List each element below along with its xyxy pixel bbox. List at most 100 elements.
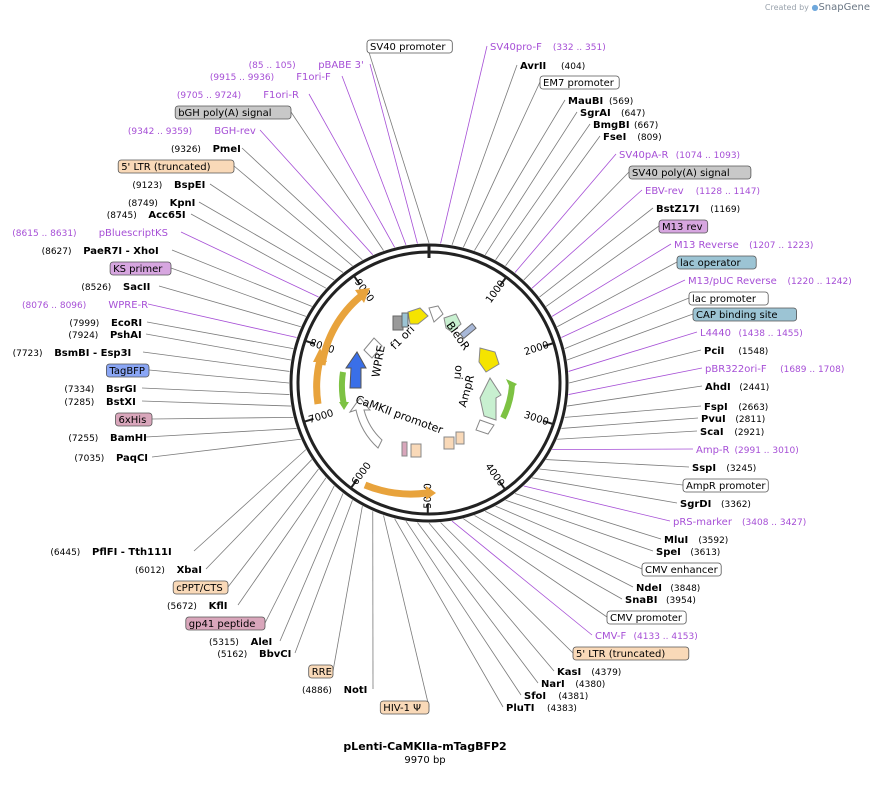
primer-label[interactable]: L4440(1438 .. 1455) xyxy=(700,328,803,339)
feature-box-label[interactable]: CMV promoter xyxy=(606,610,687,625)
feature-box-label[interactable]: CMV enhancer xyxy=(641,562,722,577)
feature-box-label[interactable]: 5' LTR (truncated) xyxy=(572,646,690,661)
label-position: (647) xyxy=(621,109,645,119)
feature-box-label[interactable]: KS primer xyxy=(109,261,172,276)
small-feature-blue[interactable] xyxy=(401,312,409,328)
feature-box-label[interactable]: AmpR promoter xyxy=(682,478,769,493)
primer-label[interactable]: Amp-R(2991 .. 3010) xyxy=(696,445,799,456)
feature-arrow-green-2[interactable] xyxy=(500,384,515,420)
feature-box-label[interactable]: EM7 promoter xyxy=(539,75,620,90)
enzyme-site-label[interactable]: PluTI(4383) xyxy=(506,703,577,714)
label-name: BGH-rev xyxy=(214,126,256,137)
enzyme-site-label[interactable]: SpeI(3613) xyxy=(656,547,720,558)
feature-box-label[interactable]: 6xHis xyxy=(115,412,153,427)
small-feature-peach-2[interactable] xyxy=(455,431,465,445)
feature-arrow-green-1[interactable] xyxy=(338,371,347,406)
leader-line xyxy=(198,201,335,281)
primer-label[interactable]: pBR322ori-F(1689 .. 1708) xyxy=(705,364,844,375)
ampr-arrow[interactable] xyxy=(479,376,502,421)
primer-label[interactable]: SV40pA-R(1074 .. 1093) xyxy=(619,150,740,161)
primer-label[interactable]: F1ori-F(9915 .. 9936) xyxy=(210,72,331,83)
primer-label[interactable]: BGH-rev(9342 .. 9359) xyxy=(128,126,256,137)
small-feature-peach-1[interactable] xyxy=(443,436,455,450)
wpre-arrow[interactable] xyxy=(363,337,383,359)
small-feature-white-1[interactable] xyxy=(428,305,444,323)
enzyme-site-label[interactable]: SnaBI(3954) xyxy=(625,595,696,606)
enzyme-site-label[interactable]: PmeI(9326) xyxy=(171,144,241,155)
feature-box-label[interactable]: CAP binding site xyxy=(692,307,797,322)
f1-ori-arrow[interactable] xyxy=(407,307,429,325)
enzyme-site-label[interactable]: MluI(3592) xyxy=(664,535,728,546)
ori-arrow[interactable] xyxy=(478,347,500,373)
primer-label[interactable]: CMV-F(4133 .. 4153) xyxy=(595,631,698,642)
enzyme-site-label[interactable]: NotI(4886) xyxy=(302,685,367,696)
enzyme-site-label[interactable]: KpnI(8749) xyxy=(128,198,195,209)
small-feature-peach-3[interactable] xyxy=(410,443,422,458)
feature-box-label[interactable]: lac operator xyxy=(676,255,757,270)
enzyme-site-label[interactable]: AleI(5315) xyxy=(209,637,272,648)
enzyme-site-label[interactable]: FseI(809) xyxy=(603,132,662,143)
feature-box-label[interactable]: gp41 peptide xyxy=(185,616,266,631)
primer-label[interactable]: pBABE 3'(85 .. 105) xyxy=(249,60,364,71)
enzyme-site-label[interactable]: BmgBI(667) xyxy=(593,120,658,131)
enzyme-site-label[interactable]: AhdI(2441) xyxy=(705,382,769,393)
enzyme-site-label[interactable]: MauBI(569) xyxy=(568,96,633,107)
enzyme-site-label[interactable]: SgrDI(3362) xyxy=(680,499,751,510)
enzyme-site-label[interactable]: BstXI(7285) xyxy=(64,397,135,408)
feature-box-label[interactable]: M13 rev xyxy=(658,219,709,234)
enzyme-site-label[interactable]: NdeI(3848) xyxy=(636,583,700,594)
primer-label[interactable]: WPRE-R(8076 .. 8096) xyxy=(22,300,148,311)
enzyme-site-label[interactable]: PvuI(2811) xyxy=(701,414,765,425)
primer-label[interactable]: pRS-marker(3408 .. 3427) xyxy=(673,517,806,528)
enzyme-site-label[interactable]: SacII(8526) xyxy=(81,282,150,293)
primer-label[interactable]: F1ori-R(9705 .. 9724) xyxy=(177,90,299,101)
enzyme-site-label[interactable]: NarI(4380) xyxy=(541,679,605,690)
feature-box-label[interactable]: 5' LTR (truncated) xyxy=(117,159,235,174)
feature-box-label[interactable]: SV40 promoter xyxy=(366,39,453,54)
enzyme-site-label[interactable]: SfoI(4381) xyxy=(524,691,588,702)
enzyme-site-label[interactable]: BsrGI(7334) xyxy=(64,384,136,395)
label-name: PluTI xyxy=(506,703,534,714)
tagbfp-arrow[interactable] xyxy=(345,351,367,389)
feature-box-label[interactable]: RRE xyxy=(308,664,334,679)
feature-box-label[interactable]: bGH poly(A) signal xyxy=(174,105,292,120)
small-feature-hatched[interactable] xyxy=(459,322,477,340)
enzyme-site-label[interactable]: SgrAI(647) xyxy=(580,108,645,119)
enzyme-site-label[interactable]: FspI(2663) xyxy=(704,402,768,413)
enzyme-site-label[interactable]: KasI(4379) xyxy=(557,667,621,678)
enzyme-site-label[interactable]: KflI(5672) xyxy=(167,601,227,612)
feature-name: ori xyxy=(451,365,465,380)
enzyme-site-label[interactable]: BbvCI(5162) xyxy=(217,649,291,660)
enzyme-site-label[interactable]: SspI(3245) xyxy=(692,463,756,474)
enzyme-site-label[interactable]: AvrII(404) xyxy=(520,61,585,72)
feature-box-label[interactable]: TagBFP xyxy=(106,363,150,378)
enzyme-site-label[interactable]: BamHI(7255) xyxy=(68,433,146,444)
enzyme-site-label[interactable]: BsmBI - Esp3I(7723) xyxy=(13,348,132,359)
enzyme-site-label[interactable]: PflFI - Tth111I(6445) xyxy=(50,547,171,558)
small-feature-pink[interactable] xyxy=(401,441,408,457)
enzyme-site-label[interactable]: Acc65I(8745) xyxy=(107,210,186,221)
feature-box-label[interactable]: cPPT/CTS xyxy=(172,580,229,595)
primer-label[interactable]: SV40pro-F(332 .. 351) xyxy=(490,42,606,53)
enzyme-site-label[interactable]: XbaI(6012) xyxy=(135,565,202,576)
bleor-arrow[interactable] xyxy=(443,313,462,333)
enzyme-site-label[interactable]: BspEI(9123) xyxy=(132,180,205,191)
enzyme-site-label[interactable]: EcoRI(7999) xyxy=(69,318,142,329)
primer-label[interactable]: EBV-rev(1128 .. 1147) xyxy=(645,186,760,197)
enzyme-site-label[interactable]: ScaI(2921) xyxy=(700,427,764,438)
enzyme-site-label[interactable]: PshAI(7924) xyxy=(68,330,141,341)
feature-arrow-orange-2[interactable] xyxy=(313,359,324,405)
feature-box-label[interactable]: lac promoter xyxy=(688,291,769,306)
primer-label[interactable]: pBluescriptKS(8615 .. 8631) xyxy=(12,228,168,239)
enzyme-site-label[interactable]: PaqCI(7035) xyxy=(74,453,148,464)
enzyme-site-label[interactable]: PciI(1548) xyxy=(704,346,768,357)
small-feature-white-2[interactable] xyxy=(475,419,495,435)
enzyme-site-label[interactable]: PaeR7I - XhoI(8627) xyxy=(42,246,159,257)
feature-box-label[interactable]: SV40 poly(A) signal xyxy=(628,165,752,180)
camkii-promoter-arrow[interactable] xyxy=(348,397,383,449)
feature-arrow-orange-3[interactable] xyxy=(363,481,428,498)
enzyme-site-label[interactable]: BstZ17I(1169) xyxy=(656,204,740,215)
feature-box-label[interactable]: HIV-1 Ψ xyxy=(379,700,430,715)
primer-label[interactable]: M13/pUC Reverse(1220 .. 1242) xyxy=(688,276,852,287)
primer-label[interactable]: M13 Reverse(1207 .. 1223) xyxy=(674,240,813,251)
